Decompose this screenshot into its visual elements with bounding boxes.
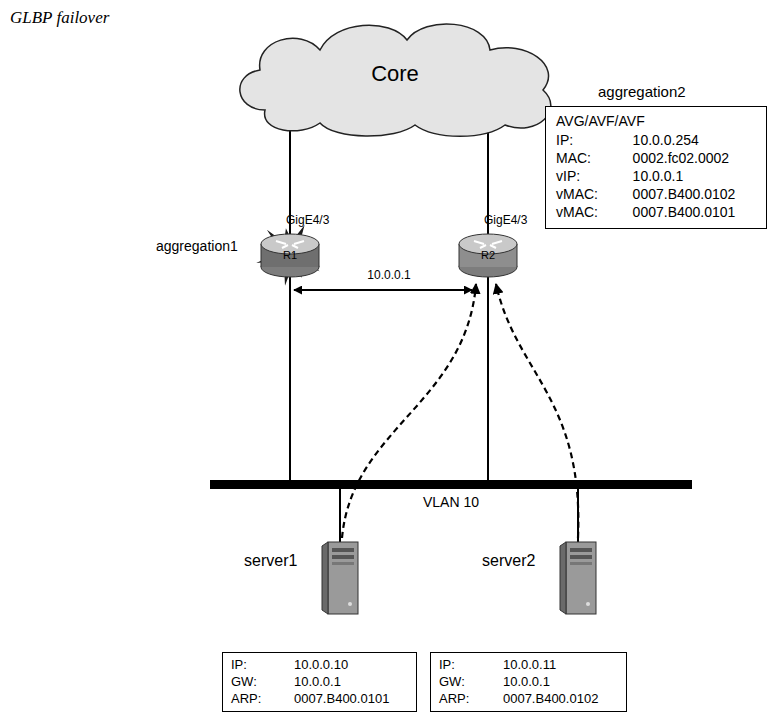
field-name: IP: bbox=[439, 657, 489, 672]
cloud-label: Core bbox=[225, 61, 565, 87]
field-name: vMAC: bbox=[556, 204, 619, 220]
interface-label: GigE4/3 bbox=[484, 213, 527, 227]
field-name: ARP: bbox=[439, 691, 489, 706]
link-line bbox=[289, 255, 291, 481]
field-name: IP: bbox=[556, 132, 619, 148]
field-name: GW: bbox=[439, 674, 489, 689]
server-name: server1 bbox=[244, 552, 297, 570]
field-value: 0007.B400.0102 bbox=[503, 691, 618, 706]
box-heading: aggregation2 bbox=[598, 83, 686, 100]
link-line bbox=[487, 255, 489, 481]
field-name: vMAC: bbox=[556, 186, 619, 202]
core-cloud: Core bbox=[225, 15, 565, 135]
interface-label: GigE4/3 bbox=[286, 213, 329, 227]
server-icon: server1 bbox=[320, 540, 360, 616]
server-icon-shape bbox=[320, 540, 360, 616]
vlan-bar: VLAN 10 bbox=[210, 480, 692, 489]
arrow-line bbox=[294, 289, 472, 291]
router-icon: GigE4/3R2 bbox=[458, 232, 518, 278]
field-value: 0007.B400.0101 bbox=[294, 691, 408, 706]
field-value: 10.0.0.1 bbox=[294, 674, 408, 689]
info-grid: IP: 10.0.0.254MAC: 0002.fc02.0002 vIP: 10.0.… bbox=[556, 132, 756, 220]
router-name: aggregation1 bbox=[156, 238, 238, 254]
field-name: GW: bbox=[231, 674, 280, 689]
field-name: ARP: bbox=[231, 691, 280, 706]
field-value: 0007.B400.0102 bbox=[633, 186, 756, 202]
field-name: MAC: bbox=[556, 150, 619, 166]
edge-label: 10.0.0.1 bbox=[365, 268, 412, 282]
field-value: 0007.B400.0101 bbox=[633, 204, 756, 220]
server-name: server2 bbox=[482, 552, 535, 570]
field-value: 10.0.0.10 bbox=[294, 657, 408, 672]
info-box: aggregation2AVG/AVF/AVFIP:10.0.0.254MAC:… bbox=[545, 106, 767, 229]
field-value: 10.0.0.11 bbox=[503, 657, 618, 672]
router-id: R2 bbox=[458, 249, 518, 261]
server-info-box: IP: 10.0.0.11GW: 10.0.0.1ARP: 0007.B400.010… bbox=[430, 652, 627, 712]
field-value: 10.0.0.254 bbox=[633, 132, 756, 148]
field-value: 10.0.0.1 bbox=[633, 168, 756, 184]
server-icon: server2 bbox=[558, 540, 598, 616]
info-grid: IP: 10.0.0.10GW: 10.0.0.1ARP: 0007.B400.010… bbox=[231, 657, 408, 706]
info-grid: IP: 10.0.0.11GW: 10.0.0.1ARP: 0007.B400.010… bbox=[439, 657, 618, 706]
server-icon-shape bbox=[558, 540, 598, 616]
field-name: IP: bbox=[231, 657, 280, 672]
field-value: 0002.fc02.0002 bbox=[633, 150, 756, 166]
field-value: AVG/AVF/AVF bbox=[556, 113, 756, 129]
diagram-title: GLBP failover bbox=[10, 8, 109, 28]
router-icon: GigE4/3aggregation1R1 bbox=[260, 232, 320, 278]
router-id: R1 bbox=[260, 249, 320, 261]
vlan-label: VLAN 10 bbox=[210, 494, 692, 510]
field-name: vIP: bbox=[556, 168, 619, 184]
field-value: 10.0.0.1 bbox=[503, 674, 618, 689]
server-info-box: IP: 10.0.0.10GW: 10.0.0.1ARP: 0007.B400.010… bbox=[222, 652, 417, 712]
flow-arrow bbox=[496, 284, 578, 538]
